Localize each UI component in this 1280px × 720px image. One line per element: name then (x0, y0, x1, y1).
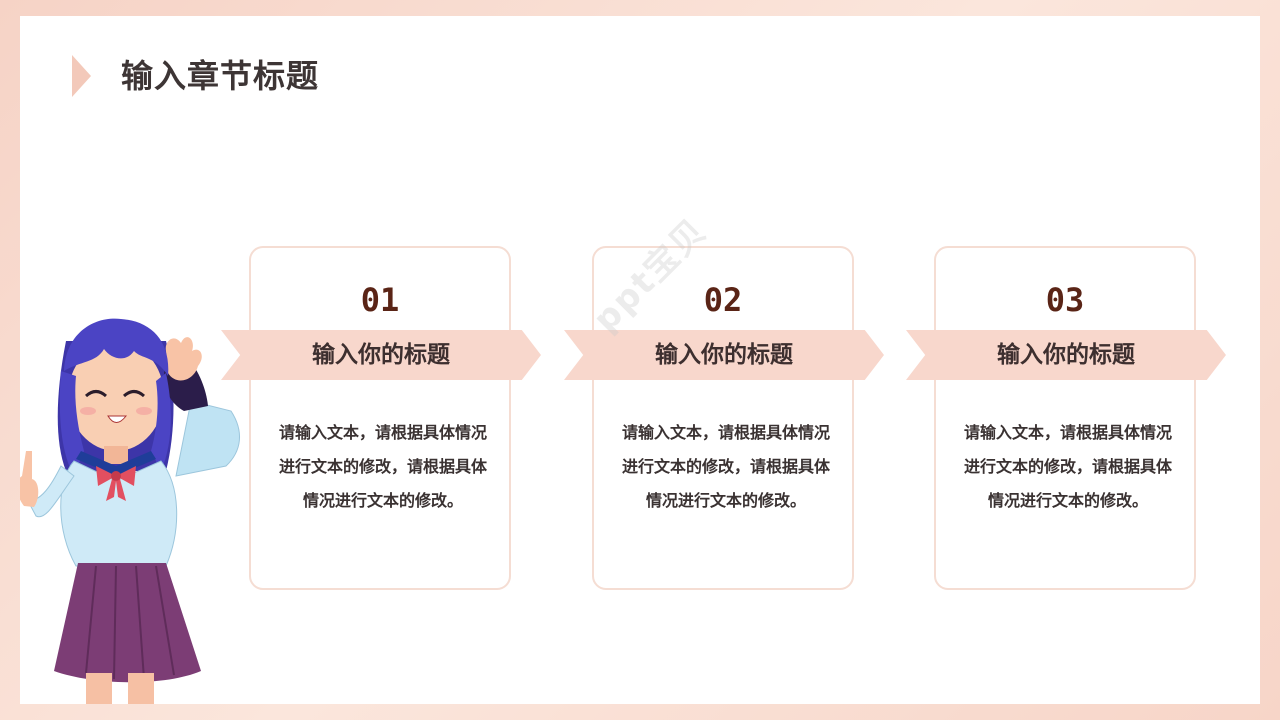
page-title: 输入章节标题 (121, 57, 320, 95)
card-banner-02: 输入你的标题 (564, 330, 884, 380)
anime-girl-illustration (20, 318, 241, 704)
card-number: 02 (703, 281, 743, 319)
card-body-text: 请输入文本，请根据具体情况进行文本的修改，请根据具体情况进行文本的修改。 (963, 423, 1172, 510)
card-01: 01 请输入文本，请根据具体情况进行文本的修改，请根据具体情况进行文本的修改。 (249, 246, 511, 590)
card-heading: 输入你的标题 (997, 342, 1135, 368)
card-banner-03: 输入你的标题 (906, 330, 1226, 380)
card-heading: 输入你的标题 (655, 342, 793, 368)
card-body-text: 请输入文本，请根据具体情况进行文本的修改，请根据具体情况进行文本的修改。 (278, 423, 487, 510)
slide: 输入章节标题 01 请输入文本，请根据具体情况进行文本的修改，请根据具体情况进行… (20, 16, 1260, 704)
card-03: 03 请输入文本，请根据具体情况进行文本的修改，请根据具体情况进行文本的修改。 (934, 246, 1196, 590)
card-body-text: 请输入文本，请根据具体情况进行文本的修改，请根据具体情况进行文本的修改。 (621, 423, 830, 510)
card-02: 02 请输入文本，请根据具体情况进行文本的修改，请根据具体情况进行文本的修改。 (592, 246, 854, 590)
card-number: 03 (1045, 281, 1085, 319)
chevron-right-icon (72, 55, 91, 97)
card-number: 01 (360, 281, 400, 319)
card-banner-01: 输入你的标题 (221, 330, 541, 380)
card-heading: 输入你的标题 (312, 342, 450, 368)
